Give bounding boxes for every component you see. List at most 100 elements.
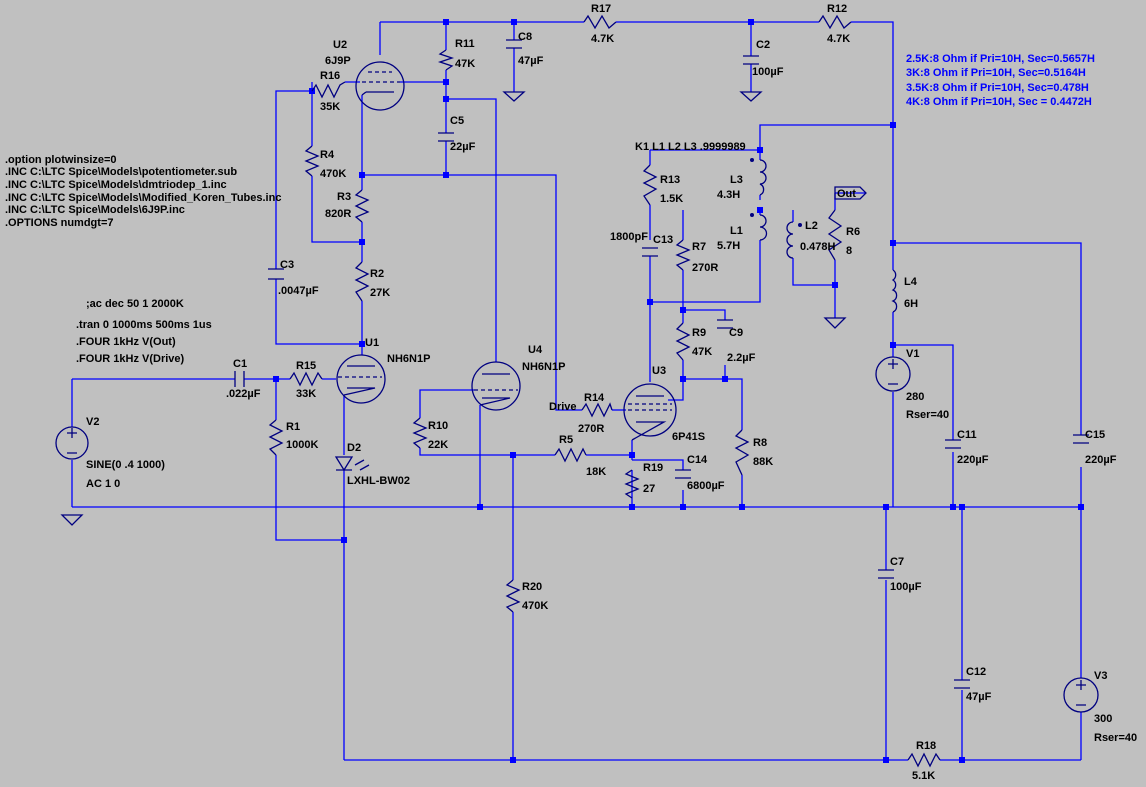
svg-text:27: 27 — [643, 483, 655, 495]
drive-net-label: Drive — [549, 401, 577, 413]
r10-resistor[interactable] — [412, 417, 428, 449]
out-net-flag[interactable] — [834, 186, 867, 200]
svg-text:2.5K:8 Ohm if Pri=10H, Sec=0.5: 2.5K:8 Ohm if Pri=10H, Sec=0.5657H — [906, 53, 1095, 65]
svg-text:AC 1 0: AC 1 0 — [86, 478, 120, 490]
r13-resistor[interactable] — [642, 164, 658, 206]
svg-text:4K:8 Ohm if Pri=10H, Sec = 0.4: 4K:8 Ohm if Pri=10H, Sec = 0.4472H — [906, 96, 1092, 108]
svg-text:470K: 470K — [320, 168, 346, 180]
c2-capacitor[interactable] — [743, 55, 759, 65]
ground-symbol — [739, 91, 763, 102]
l3-inductor[interactable] — [759, 159, 767, 196]
r3-resistor[interactable] — [354, 189, 370, 223]
c14-capacitor[interactable] — [675, 469, 691, 479]
svg-text:88K: 88K — [753, 456, 773, 468]
svg-text:3K:8 Ohm if Pri=10H, Sec=0.516: 3K:8 Ohm if Pri=10H, Sec=0.5164H — [906, 67, 1086, 79]
svg-text:R9: R9 — [692, 327, 706, 339]
c1-capacitor[interactable] — [234, 371, 245, 387]
svg-text:3.5K:8 Ohm if Pri=10H, Sec=0.4: 3.5K:8 Ohm if Pri=10H, Sec=0.478H — [906, 82, 1089, 94]
svg-text:5.1K: 5.1K — [912, 770, 935, 782]
svg-text:220µF: 220µF — [957, 454, 989, 466]
r9-resistor[interactable] — [675, 322, 691, 361]
c11-capacitor[interactable] — [945, 439, 961, 449]
c3-capacitor[interactable] — [268, 268, 284, 280]
r8-resistor[interactable] — [734, 429, 750, 476]
c5-capacitor[interactable] — [438, 132, 454, 142]
svg-text:.INC C:\LTC Spice\Models\poten: .INC C:\LTC Spice\Models\potentiometer.s… — [5, 166, 237, 178]
u3-tube[interactable] — [623, 383, 677, 441]
l2-inductor[interactable] — [786, 221, 794, 259]
svg-text:33K: 33K — [296, 388, 316, 400]
svg-text:100µF: 100µF — [752, 66, 784, 78]
svg-text:2.2µF: 2.2µF — [727, 352, 756, 364]
r20-resistor[interactable] — [505, 579, 521, 613]
svg-text:6P41S: 6P41S — [672, 431, 705, 443]
svg-text:R16: R16 — [320, 70, 340, 82]
component-labels: R17 4.7K R12 4.7K R11 47K C8 47µF C2 100… — [86, 3, 1137, 782]
c9-capacitor[interactable] — [717, 319, 733, 329]
svg-text:R4: R4 — [320, 149, 335, 161]
svg-text:47µF: 47µF — [518, 55, 544, 67]
out-net-label: Out — [837, 188, 856, 200]
r7-resistor[interactable] — [675, 239, 691, 271]
c8-capacitor[interactable] — [506, 39, 522, 49]
c12-capacitor[interactable] — [954, 679, 970, 689]
r2-resistor[interactable] — [354, 261, 370, 302]
r14-resistor[interactable] — [581, 402, 613, 418]
v3-source[interactable] — [1063, 677, 1099, 713]
svg-text:V1: V1 — [906, 348, 919, 360]
svg-text:22µF: 22µF — [450, 141, 476, 153]
svg-text:;ac dec 50 1 2000K: ;ac dec 50 1 2000K — [86, 298, 184, 310]
r6-resistor[interactable] — [827, 209, 843, 261]
svg-text:R1: R1 — [286, 421, 300, 433]
svg-text:R18: R18 — [916, 740, 936, 752]
svg-text:C13: C13 — [653, 234, 673, 246]
c13-capacitor[interactable] — [642, 247, 658, 257]
d2-led-diode[interactable] — [334, 456, 370, 472]
u1-tube[interactable] — [336, 354, 386, 404]
r12-resistor[interactable] — [818, 14, 852, 30]
svg-text:6H: 6H — [904, 298, 918, 310]
r19-resistor[interactable] — [624, 469, 640, 499]
r11-resistor[interactable] — [437, 49, 455, 71]
svg-text:6800µF: 6800µF — [687, 480, 725, 492]
junction-dots — [273, 19, 1084, 763]
svg-text:100µF: 100µF — [890, 581, 922, 593]
svg-text:Rser=40: Rser=40 — [906, 409, 949, 421]
r5-resistor[interactable] — [554, 447, 587, 463]
v1-source[interactable] — [875, 356, 911, 392]
svg-text:.option plotwinsize=0: .option plotwinsize=0 — [5, 154, 117, 166]
r15-resistor[interactable] — [289, 371, 323, 387]
wires — [71, 21, 1082, 761]
svg-text:C8: C8 — [518, 31, 532, 43]
svg-text:47µF: 47µF — [966, 691, 992, 703]
svg-text:U4: U4 — [528, 344, 543, 356]
u4-tube[interactable] — [471, 361, 521, 411]
svg-text:.INC C:\LTC Spice\Models\Modif: .INC C:\LTC Spice\Models\Modified_Koren_… — [5, 192, 281, 204]
r16-resistor[interactable] — [311, 81, 346, 99]
svg-text:NH6N1P: NH6N1P — [387, 353, 430, 365]
svg-text:U3: U3 — [652, 365, 666, 377]
v2-source[interactable] — [55, 426, 89, 460]
l1-inductor[interactable] — [759, 214, 768, 241]
l4-inductor[interactable] — [891, 269, 898, 313]
svg-text:220µF: 220µF — [1085, 454, 1117, 466]
svg-text:R11: R11 — [455, 38, 475, 50]
svg-text:L3: L3 — [730, 174, 743, 186]
svg-text:8: 8 — [846, 245, 852, 257]
r18-resistor[interactable] — [907, 752, 941, 768]
svg-text:35K: 35K — [320, 101, 340, 113]
c15-capacitor[interactable] — [1073, 434, 1089, 444]
svg-text:V2: V2 — [86, 416, 99, 428]
r1-resistor[interactable] — [268, 419, 284, 456]
svg-text:820R: 820R — [325, 208, 351, 220]
svg-text:V3: V3 — [1094, 670, 1107, 682]
svg-text:C2: C2 — [756, 39, 770, 51]
r17-resistor[interactable] — [583, 14, 617, 30]
svg-text:SINE(0 .4 1000): SINE(0 .4 1000) — [86, 459, 165, 471]
ground-symbol — [502, 91, 526, 102]
r4-resistor[interactable] — [304, 145, 320, 177]
c7-capacitor[interactable] — [878, 569, 894, 579]
u2-tube[interactable] — [355, 61, 405, 111]
